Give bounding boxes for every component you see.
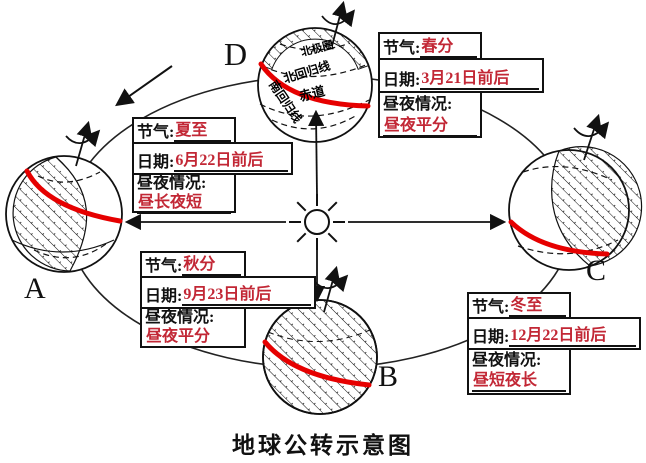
autumn-daynight-value: 昼夜平分 [145, 328, 241, 348]
info-box-winter: 节气: 冬至 昼夜情况: 昼短夜长 日期: 12月22日前后 [467, 292, 641, 395]
sun-icon [289, 194, 345, 250]
globe-a [5, 120, 123, 273]
position-label-d: D [224, 36, 248, 72]
autumn-term-label: 节气: [145, 257, 183, 275]
position-label-a: A [24, 272, 46, 305]
globe-b-rotation-arrow-icon [313, 274, 349, 293]
winter-date-label: 日期: [472, 328, 510, 346]
info-box-autumn: 节气: 秋分 昼夜情况: 昼夜平分 日期: 9月23日前后 [140, 251, 316, 348]
summer-daynight-label: 昼夜情况: [137, 174, 207, 192]
winter-term-label: 节气: [472, 298, 510, 316]
info-box-summer: 节气: 夏至 昼夜情况: 昼长夜短 日期: 6月22日前后 [132, 117, 293, 214]
summer-daynight-value: 昼长夜短 [137, 194, 231, 214]
summer-date-value: 6月22日前后 [174, 152, 288, 172]
globe-c-subsolar-line-red [508, 219, 610, 257]
spring-term-value: 春分 [420, 38, 477, 58]
info-box-autumn-date-tab: 日期: 9月23日前后 [140, 276, 316, 309]
globe-d: 北极圈 北回归线 赤道 南回归线 [257, 0, 373, 143]
autumn-daynight-label: 昼夜情况: [145, 308, 215, 326]
revolution-direction-arrow-icon [115, 65, 173, 107]
globe-d-rotation-arrow-icon [321, 9, 355, 28]
winter-daynight-value: 昼短夜长 [472, 372, 566, 392]
spring-daynight-label: 昼夜情况: [383, 95, 453, 113]
globe-b-subsolar-line-red [262, 339, 372, 388]
globe-a-rotation-arrow-icon [65, 129, 101, 148]
autumn-term-value: 秋分 [182, 256, 241, 276]
globe-d-subsolar-line-red [258, 61, 371, 109]
globe-a-subsolar-line-red [24, 168, 123, 224]
globe-c-night-region [551, 146, 643, 267]
summer-date-label: 日期: [137, 153, 175, 171]
winter-date-value: 12月22日前后 [509, 327, 636, 347]
label-equator: 赤道 [297, 83, 326, 104]
info-box-spring-date-tab: 日期: 3月21日前后 [378, 58, 544, 93]
info-box-winter-date-tab: 日期: 12月22日前后 [467, 317, 641, 350]
sunlight-arrow-to-d [308, 109, 325, 197]
summer-term-value: 夏至 [174, 122, 231, 142]
globe-c-rotation-arrow-icon [573, 121, 610, 140]
position-label-c: C [586, 254, 607, 287]
autumn-date-value: 9月23日前后 [182, 286, 311, 306]
info-box-summer-date-tab: 日期: 6月22日前后 [132, 142, 293, 175]
spring-daynight-value: 昼夜平分 [383, 117, 477, 137]
info-box-spring: 节气: 春分 昼夜情况: 昼夜平分 日期: 3月21日前后 [378, 32, 544, 138]
spring-term-label: 节气: [383, 39, 421, 57]
spring-date-label: 日期: [383, 71, 421, 89]
globe-b [262, 265, 378, 415]
winter-term-value: 冬至 [509, 297, 566, 317]
spring-date-value: 3月21日前后 [420, 70, 539, 90]
autumn-date-label: 日期: [145, 287, 183, 305]
position-label-b: B [378, 360, 399, 393]
diagram-title: 地球公转示意图 [232, 433, 414, 458]
summer-term-label: 节气: [137, 123, 175, 141]
globe-d-night-rim-band [260, 27, 370, 70]
winter-daynight-label: 昼夜情况: [472, 351, 542, 369]
globe-c [508, 113, 643, 271]
